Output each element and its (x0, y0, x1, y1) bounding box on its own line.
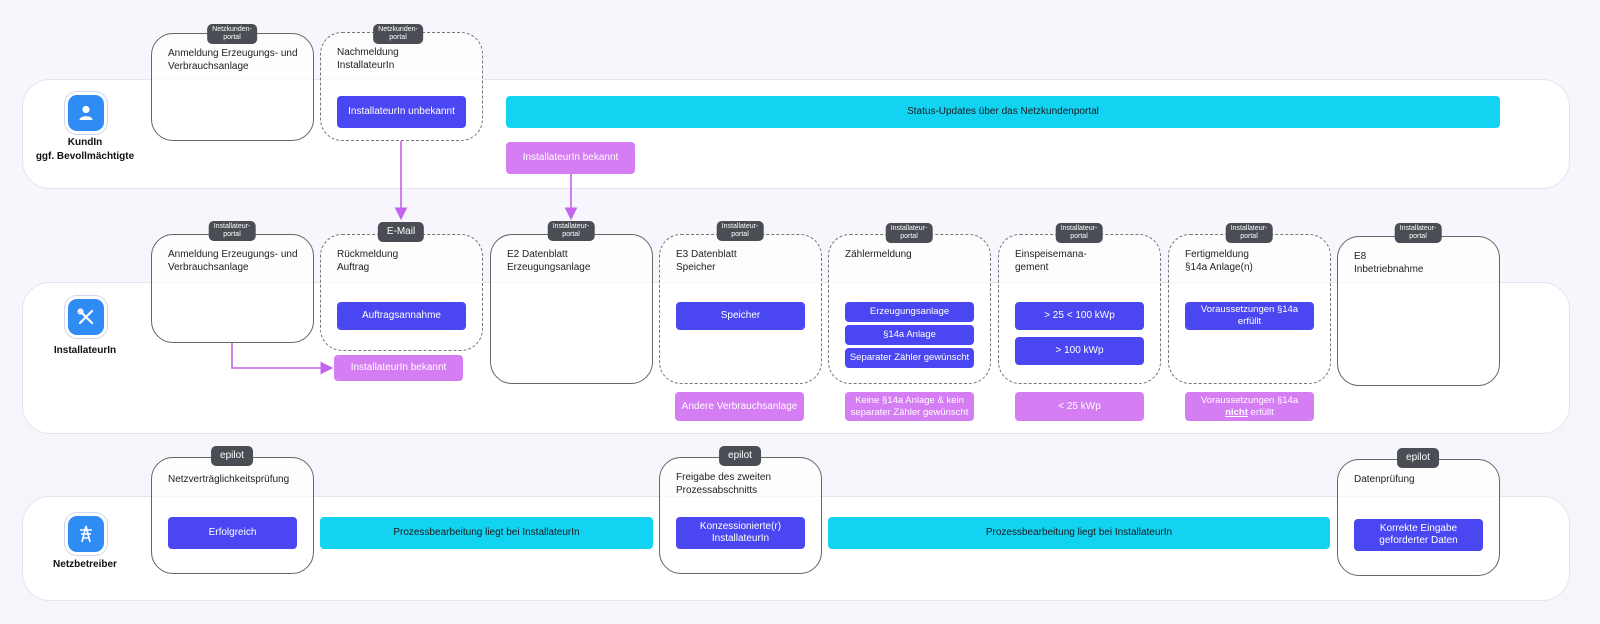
step-title: E2 Datenblatt Erzeugungsanlage (507, 249, 591, 273)
epilot-tag: epilot (719, 446, 761, 466)
lane-label-installateur: InstallateurIn (53, 345, 117, 356)
epilot-tag: epilot (211, 446, 253, 466)
lane-label-kunde-line2: ggf. Bevollmächtigte (35, 151, 135, 162)
step-title: Anmeldung Erzeugungs- und Verbrauchsanla… (168, 249, 298, 273)
voraussetzungen-erfuellt-button[interactable]: Voraussetzungen §14a erfüllt (1185, 302, 1314, 330)
separater-zaehler-button[interactable]: Separater Zähler gewünscht (845, 348, 974, 368)
step-title: Freigabe des zweiten Prozessabschnitts (676, 472, 772, 496)
voraussetzungen-nicht-erfuellt-button[interactable]: Voraussetzungen §14a nicht erfüllt (1185, 392, 1314, 421)
korrekte-eingabe-button[interactable]: Korrekte Eingabe geforderter Daten (1354, 519, 1483, 551)
step-inst-rueckmeldung: Rückmeldung Auftrag (320, 234, 483, 351)
power-pylon-icon (68, 516, 104, 552)
portal-tag: Installateur- portal (1055, 223, 1103, 243)
label-part1: Voraussetzungen §14a (1200, 394, 1299, 406)
portal-tag: Netzkunden- portal (373, 24, 423, 44)
kwp-over-100-button[interactable]: > 100 kWp (1015, 337, 1144, 365)
step-title: Einspeisemana- gement (1015, 249, 1087, 273)
portal-tag: Installateur- portal (208, 221, 256, 241)
person-icon (68, 95, 104, 131)
label-emphasis: nicht (1225, 406, 1248, 418)
kwp-25-100-button[interactable]: > 25 < 100 kWp (1015, 302, 1144, 330)
konzessionierte-installateurin-button[interactable]: Konzessionierte(r) InstallateurIn (676, 517, 805, 549)
step-netz-netzvertraeglichkeit: Netzverträglichkeitsprüfung (151, 457, 314, 574)
step-title: Zählermeldung (845, 249, 912, 260)
portal-tag: Installateur- portal (547, 221, 595, 241)
auftragsannahme-button[interactable]: Auftragsannahme (337, 302, 466, 330)
portal-tag: Installateur- portal (885, 223, 933, 243)
lane-label-netzbetreiber: Netzbetreiber (53, 559, 117, 570)
portal-tag: Installateur- portal (716, 221, 764, 241)
email-tag: E-Mail (377, 222, 425, 242)
prozessbearbeitung-bar-1: Prozessbearbeitung liegt bei Installateu… (320, 517, 653, 549)
paragraph14a-anlage-button[interactable]: §14a Anlage (845, 325, 974, 345)
step-title: E3 Datenblatt Speicher (676, 249, 737, 273)
epilot-tag: epilot (1397, 448, 1439, 468)
status-updates-bar: Status-Updates über das Netzkundenportal (506, 96, 1500, 128)
lane-label-kunde: KundIn ggf. Bevollmächtigte (20, 136, 150, 164)
step-title: Datenprüfung (1354, 474, 1415, 485)
erzeugungsanlage-button[interactable]: Erzeugungsanlage (845, 302, 974, 322)
portal-tag: Installateur- portal (1394, 223, 1442, 243)
step-title: Fertigmeldung §14a Anlage(n) (1185, 249, 1253, 273)
step-netz-datenpruefung: Datenprüfung (1337, 459, 1500, 576)
step-kunde-anmeldung: Anmeldung Erzeugungs- und Verbrauchsanla… (151, 33, 314, 141)
installateur-unbekannt-button[interactable]: InstallateurIn unbekannt (337, 96, 466, 128)
label-part3: erfüllt (1250, 406, 1274, 418)
step-inst-e2: E2 Datenblatt Erzeugungsanlage (490, 234, 653, 384)
keine-14a-anlage-button[interactable]: Keine §14a Anlage & kein separater Zähle… (845, 392, 974, 421)
speicher-button[interactable]: Speicher (676, 302, 805, 330)
prozessbearbeitung-bar-2: Prozessbearbeitung liegt bei Installateu… (828, 517, 1330, 549)
step-title: Netzverträglichkeitsprüfung (168, 474, 290, 485)
step-title: Rückmeldung Auftrag (337, 249, 399, 273)
kwp-under-25-button[interactable]: < 25 kWp (1015, 392, 1144, 421)
step-title: Anmeldung Erzeugungs- und Verbrauchsanla… (168, 48, 298, 72)
step-inst-e8: E8 Inbetriebnahme (1337, 236, 1500, 386)
step-title: E8 Inbetriebnahme (1354, 251, 1424, 275)
installateur-bekannt-kunde-button[interactable]: InstallateurIn bekannt (506, 142, 635, 174)
portal-tag: Netzkunden- portal (207, 24, 257, 44)
tools-icon (68, 299, 104, 335)
installateur-bekannt-inst-button[interactable]: InstallateurIn bekannt (334, 355, 463, 381)
step-netz-freigabe: Freigabe des zweiten Prozessabschnitts (659, 457, 822, 574)
erfolgreich-button[interactable]: Erfolgreich (168, 517, 297, 549)
step-title: Nachmeldung InstallateurIn (337, 47, 399, 71)
lane-label-kunde-line1: KundIn (67, 137, 103, 148)
step-inst-anmeldung: Anmeldung Erzeugungs- und Verbrauchsanla… (151, 234, 314, 343)
portal-tag: Installateur- portal (1225, 223, 1273, 243)
andere-verbrauchsanlage-button[interactable]: Andere Verbrauchsanlage (675, 392, 804, 421)
label-line2: nicht erfüllt (1225, 407, 1274, 419)
